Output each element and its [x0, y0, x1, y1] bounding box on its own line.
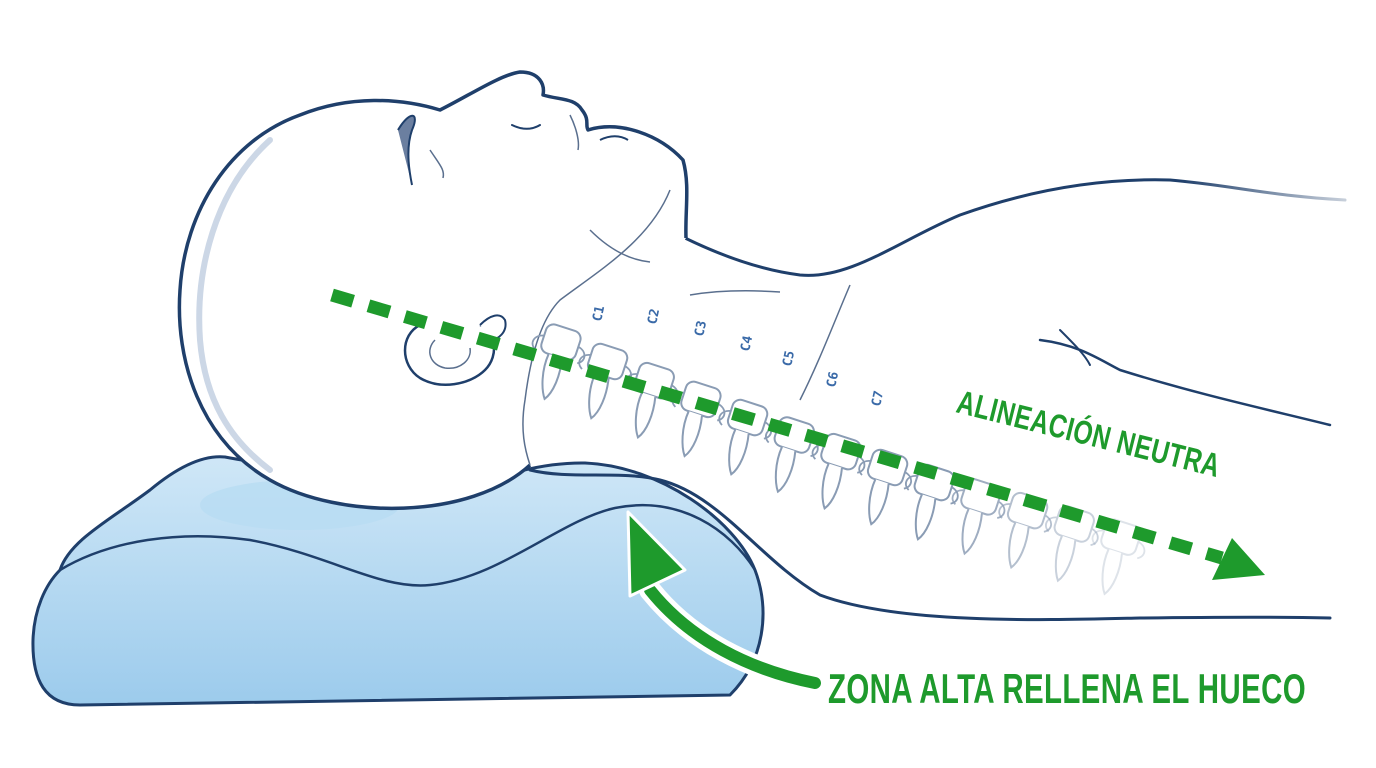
collarbone-line — [799, 284, 851, 401]
head-inner-shade — [196, 137, 273, 473]
eye-closed — [511, 124, 541, 130]
face-jawline — [522, 189, 671, 466]
nostril — [569, 114, 580, 151]
vertebra-labels: C1 C2 C3 C4 C5 C6 C7 — [590, 304, 887, 408]
vertebra — [578, 342, 633, 420]
vertebra — [1045, 505, 1099, 583]
alignment-dashed-line — [330, 288, 1224, 565]
vertebra-label-c7: C7 — [869, 389, 887, 407]
eyebrow — [397, 114, 416, 186]
back-outline — [528, 468, 1332, 622]
high-zone-arrowhead — [626, 510, 687, 598]
vertebra — [671, 380, 726, 458]
lips — [599, 135, 629, 141]
vertebra — [998, 491, 1053, 569]
alignment-label: ALINEACIÓN NEUTRA — [953, 383, 1224, 484]
eye-socket — [429, 149, 445, 179]
vertebra-label-c5: C5 — [780, 349, 798, 367]
neck-front-line — [689, 290, 781, 296]
vertebra-label-c1: C1 — [590, 304, 608, 323]
torso — [528, 178, 1347, 622]
cheek-line — [589, 229, 651, 263]
vertebra — [858, 448, 913, 526]
shoulder-curve — [1059, 329, 1091, 366]
pillow-body — [31, 455, 765, 707]
pillow-top-edge — [59, 503, 757, 587]
alignment-arrow — [330, 288, 1265, 580]
high-zone-arrow — [626, 510, 826, 694]
high-zone-label: ZONA ALTA RELLENA EL HUECO — [828, 665, 1306, 712]
vertebra-label-c3: C3 — [692, 319, 710, 337]
ear-inner — [429, 339, 471, 369]
vertebra-label-c6: C6 — [824, 370, 842, 389]
head — [177, 70, 689, 511]
head-outline — [177, 70, 689, 511]
vertebra-label-c4: C4 — [738, 334, 756, 353]
chest-outline — [683, 178, 1347, 277]
alignment-arrowhead — [1212, 538, 1265, 580]
vertebra-label-c2: C2 — [645, 307, 663, 325]
